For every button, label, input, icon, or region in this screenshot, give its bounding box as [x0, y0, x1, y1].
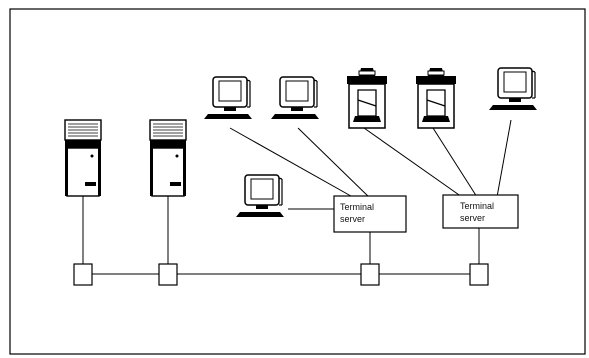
terminal-server-1-label-line2: server [340, 214, 365, 224]
printer-1 [347, 68, 387, 128]
terminal-server-2: Terminal server [443, 195, 518, 228]
terminal-server-2-label-line1: Terminal [460, 201, 494, 211]
drop-lines [83, 196, 479, 264]
terminal-monitor-1 [204, 77, 252, 119]
terminal-server-2-label-line2: server [460, 213, 485, 223]
printer-2 [416, 68, 456, 128]
terminal-server-1-label-line1: Terminal [340, 202, 374, 212]
network-node-3 [361, 264, 379, 285]
terminal-server-1: Terminal server [334, 196, 406, 232]
server-computer-2 [150, 120, 186, 196]
terminal-monitor-3 [236, 175, 284, 217]
network-node-1 [74, 264, 92, 285]
server-computer-1 [65, 120, 101, 196]
terminal-monitor-4 [489, 68, 537, 110]
network-node-4 [470, 264, 488, 285]
terminal-monitor-2 [271, 77, 319, 119]
network-node-2 [159, 264, 177, 285]
